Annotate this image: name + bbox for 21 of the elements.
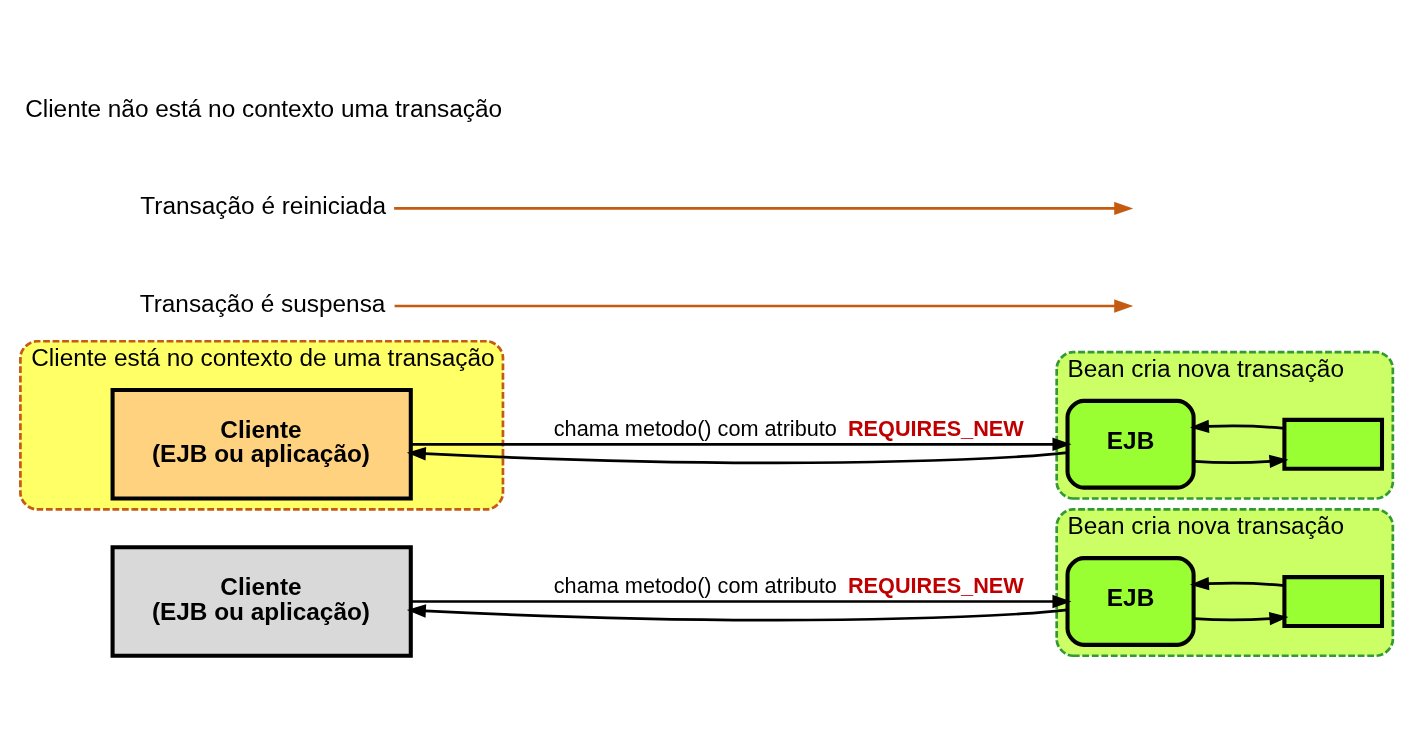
arrow [394,201,1134,216]
edge-label: chama metodo() com atributo REQUIRES_NEW [553,573,1024,599]
arrow [406,604,1068,622]
node-box: Cliente (EJB ou aplicação) [110,388,413,501]
arrow [394,299,1134,313]
arrow [410,437,1072,451]
node-box: Cliente (EJB ou aplicação) [110,545,413,658]
arrow [1194,612,1289,626]
node-box: EJB [1065,398,1196,490]
node-text: Transação é reiniciada [140,192,387,220]
arrow [406,447,1068,465]
node-box: EJB [1065,556,1196,647]
arrow [1194,454,1289,468]
label: Cliente não está no contexto uma transação [25,94,503,122]
arrow [1190,577,1285,591]
arrow [410,594,1072,609]
node-text: Transação é suspensa [139,289,386,317]
node-box [1282,575,1385,628]
edge-label: chama metodo() com atributo REQUIRES_NEW [553,415,1024,441]
arrow [1190,419,1285,434]
node-box [1282,417,1385,471]
